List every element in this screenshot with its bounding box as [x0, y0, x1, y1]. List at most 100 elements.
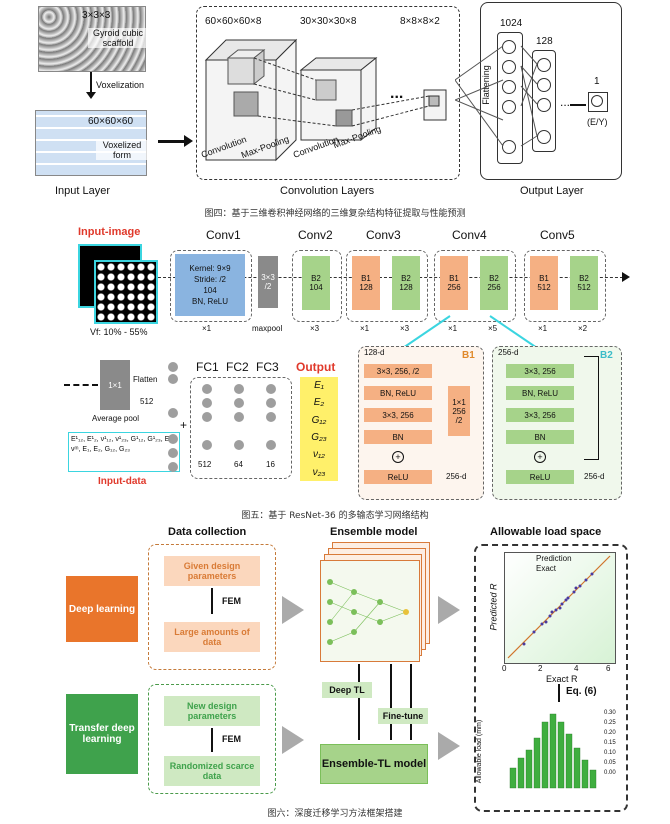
ensemble-down-1 — [358, 664, 360, 740]
conv4-b2-ch: 256 — [487, 283, 501, 292]
b1-step-3: 3×3, 256 — [364, 408, 432, 422]
flatten-node-4 — [168, 434, 178, 444]
b1-title: B1 — [462, 350, 475, 361]
ztick-1: 0.30 — [604, 710, 616, 716]
eq-label: Eq. (6) — [566, 686, 597, 697]
data-collection-title: Data collection — [168, 526, 247, 538]
xtick-4: 4 — [574, 664, 579, 673]
xtick-0: 0 — [502, 664, 507, 673]
fig6: Data collection Ensemble model Allowable… — [0, 522, 670, 812]
conv4-mult-b: ×5 — [488, 324, 498, 333]
voxel-size: 60×60×60 — [88, 116, 134, 127]
layer-128 — [532, 50, 556, 152]
pool1x1-text: 1×1 — [108, 380, 122, 390]
ensemble-down-3 — [410, 664, 412, 740]
big-arrow-4 — [438, 732, 460, 760]
cyan-pointers — [399, 315, 541, 351]
conv-cube-b — [233, 91, 259, 117]
fc3-title: FC3 — [256, 360, 279, 374]
fig4-caption: 图四：基于三维卷积神经网络的三维复杂结构特征提取与性能预测 — [204, 209, 466, 219]
conv1-bn: BN, ReLU — [191, 297, 228, 306]
b1-side-1: 1×1 — [452, 397, 466, 407]
fem-label-1: FEM — [222, 596, 241, 606]
eq-arrow — [558, 684, 560, 702]
b2-relu: ReLU — [506, 470, 574, 484]
transfer-learning-label: Transfer deep learning — [69, 723, 135, 745]
node-128-2 — [537, 78, 551, 92]
pool1x1-box: 1×1 — [100, 360, 130, 410]
big-arrow-3 — [438, 596, 460, 624]
flatten-label: Flatten — [133, 375, 158, 384]
node-1024-5 — [502, 140, 516, 154]
ztick-2: 0.25 — [604, 720, 616, 726]
conv5-b2: B2 512 — [570, 256, 598, 310]
dl-data-group — [148, 544, 276, 670]
dashed-link-2 — [253, 83, 317, 101]
ztick-7: 0.00 — [604, 770, 616, 776]
conv-volume-3 — [423, 89, 447, 121]
ensemble-tl-box: Ensemble-TL model — [320, 744, 428, 784]
conv5-b2-ch: 512 — [577, 283, 591, 292]
conv4-group — [434, 250, 516, 322]
large-amounts-box: Large amounts of data — [164, 622, 260, 652]
arrow-to-conv — [158, 140, 186, 143]
conv5-title: Conv5 — [540, 228, 575, 242]
maxpool-box: 3×3 /2 — [258, 256, 278, 308]
b1-add-icon: + — [392, 451, 404, 463]
dashed-link-3 — [257, 115, 337, 127]
conv5-mult-a: ×1 — [538, 324, 548, 333]
fc2-node-3 — [234, 412, 244, 422]
node-128-3 — [537, 98, 551, 112]
out-label: (E/Y) — [587, 117, 608, 127]
fig5-caption: 图五：基于 ResNet-36 的多输态学习网络结构 — [241, 511, 429, 521]
ensemble-model-title: Ensemble model — [330, 526, 418, 538]
conv-layers-label: Convolution Layers — [280, 185, 375, 197]
fig4: 3×3×3 Gyroid cubic scaffold Voxelization… — [0, 0, 670, 220]
allowable-title: Allowable load space — [490, 526, 602, 538]
b1-side-3: /2 — [455, 415, 463, 425]
voxelization-label: Voxelization — [96, 80, 145, 90]
conv3-b1-ch: 128 — [359, 283, 373, 292]
fc3-n: 16 — [266, 460, 275, 469]
fc2-title: FC2 — [226, 360, 249, 374]
conv5-b1-ch: 512 — [537, 283, 551, 292]
n1024-label: 1024 — [500, 18, 523, 29]
dashed-link-5 — [351, 105, 430, 127]
b1-side-2: 256 — [452, 406, 466, 416]
output-e1: E₁ — [314, 380, 324, 392]
node-128-4 — [537, 130, 551, 144]
fc-group — [190, 377, 292, 479]
fem-arrow-2 — [211, 728, 213, 752]
dashed-link-4 — [351, 95, 430, 111]
conv-cube-c — [315, 79, 337, 101]
zticks: 0.30 0.25 0.20 0.15 0.10 0.05 0.00 — [604, 708, 616, 778]
fc2-node-2 — [234, 398, 244, 408]
conv1-kernel: Kernel: 9×9 — [189, 264, 231, 273]
ensemble-stack — [318, 542, 430, 662]
b2-in: 256-d — [498, 348, 519, 357]
fc2-node-1 — [234, 384, 244, 394]
conv3-b1-name: B1 — [361, 274, 371, 283]
conv1-channels: 104 — [203, 286, 217, 295]
output-node — [588, 92, 608, 112]
conv-volume-2 — [299, 56, 378, 142]
xtick-2: 2 — [538, 664, 543, 673]
fc1-node-1 — [202, 384, 212, 394]
output-node-circle — [591, 95, 603, 107]
down-arrow-1 — [90, 72, 92, 94]
n1-label: 1 — [594, 76, 600, 87]
conv2-mult: ×3 — [310, 324, 320, 333]
output-dots: ... — [560, 95, 571, 109]
big-arrow-2 — [282, 726, 304, 754]
layer-1024 — [497, 32, 523, 164]
conv1-group — [170, 250, 252, 322]
b2-step-4: BN — [506, 430, 574, 444]
fem-label-2: FEM — [222, 734, 241, 744]
new-design-box: New design parameters — [164, 696, 260, 726]
conv3-mult-b: ×3 — [400, 324, 410, 333]
conv-size3: 8×8×8×2 — [400, 16, 440, 27]
input-data-text: E¹₁₂, E¹₂, ν¹₁₂, ν¹₂₃, G¹₁₂, G¹₂₃, Eᵐ, ν… — [71, 436, 176, 453]
conv2-title: Conv2 — [298, 228, 333, 242]
conv4-title: Conv4 — [452, 228, 487, 242]
conv3-b2-ch: 128 — [399, 283, 413, 292]
